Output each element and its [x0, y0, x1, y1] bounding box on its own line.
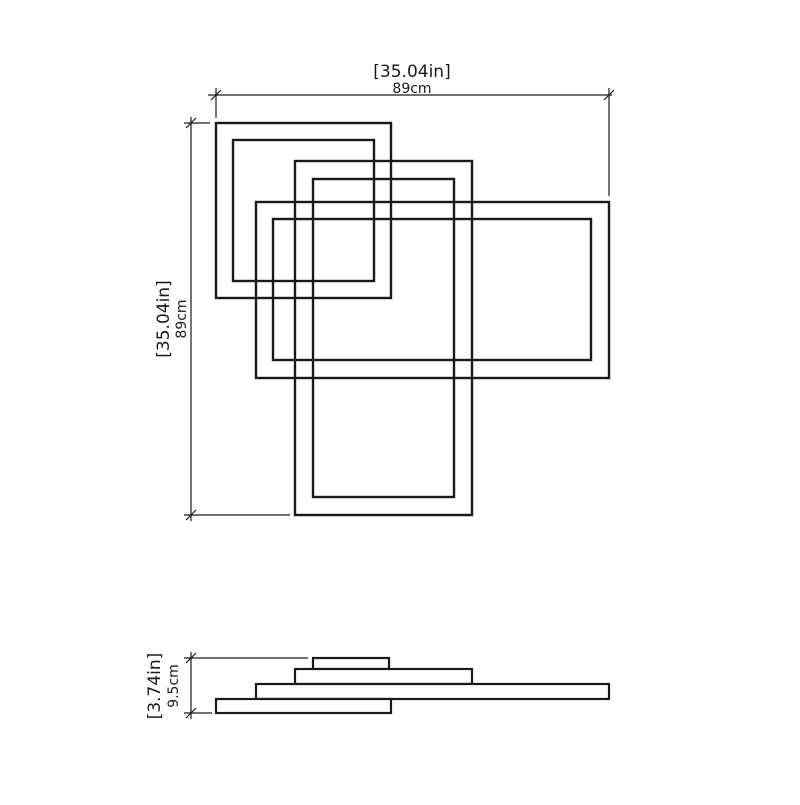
- top-view: [35.04in] 89cm [35.04in] 89cm: [154, 62, 615, 521]
- wide-frame-outer: [254, 200, 611, 380]
- tall-frame-inner: [311, 177, 456, 499]
- width-tick-left: [210, 89, 222, 101]
- width-label-cm: 89cm: [392, 81, 431, 97]
- height-tick-bottom: [185, 509, 197, 521]
- height-label-cm: 89cm: [174, 299, 190, 338]
- side-height-label-in: [3.74in]: [145, 653, 165, 720]
- height-dimension: [35.04in] 89cm: [154, 117, 290, 521]
- tall-frame: [293, 159, 474, 517]
- tall-frame-outer: [293, 159, 474, 517]
- side-layer-4: [214, 697, 393, 715]
- side-height-tick-bottom: [185, 707, 197, 719]
- square-frame-outer: [214, 121, 393, 300]
- square-frame: [214, 121, 393, 300]
- wide-frame-inner: [271, 217, 593, 362]
- side-layer-3: [254, 682, 611, 701]
- side-layer-1: [311, 656, 391, 671]
- width-tick-right: [603, 89, 615, 101]
- height-tick-top: [185, 117, 197, 129]
- height-label-in: [35.04in]: [154, 280, 174, 357]
- width-label-in: [35.04in]: [373, 62, 450, 82]
- side-height-tick-top: [185, 652, 197, 664]
- side-view: [3.74in] 9.5cm: [145, 652, 611, 719]
- width-dimension: [35.04in] 89cm: [208, 62, 615, 196]
- square-frame-inner: [231, 138, 376, 283]
- wide-frame: [254, 200, 611, 380]
- side-height-label-cm: 9.5cm: [166, 664, 182, 708]
- side-height-dimension: [3.74in] 9.5cm: [145, 652, 308, 719]
- side-layer-2: [293, 667, 474, 686]
